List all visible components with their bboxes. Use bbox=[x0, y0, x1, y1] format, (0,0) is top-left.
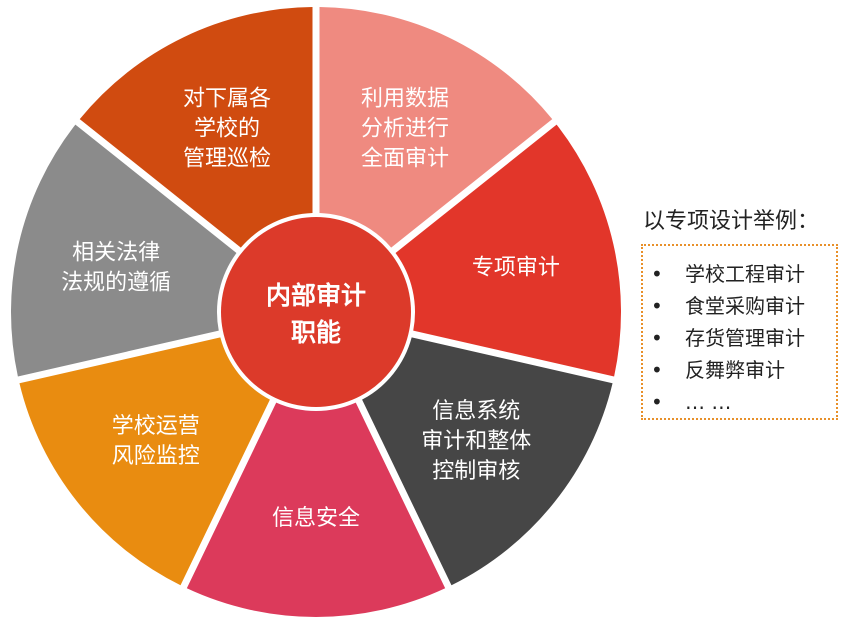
segment-6-label-line-2: 法规的遵循 bbox=[61, 270, 171, 295]
list-item: • … … bbox=[651, 386, 836, 418]
bullet-icon: • bbox=[651, 390, 663, 414]
list-item-text: 学校工程审计 bbox=[685, 262, 805, 286]
wheel-segment-5 bbox=[19, 337, 270, 586]
list-item-text: 存货管理审计 bbox=[685, 326, 805, 350]
segment-7-label-line-3: 管理巡检 bbox=[183, 146, 271, 171]
list-item: • 反舞弊审计 bbox=[651, 354, 836, 386]
center-title-line-2: 职能 bbox=[291, 318, 341, 347]
bullet-icon: • bbox=[651, 358, 663, 382]
segment-3-label-line-3: 控制审核 bbox=[432, 459, 520, 484]
segment-1-label-line-3: 全面审计 bbox=[361, 146, 449, 171]
segment-4-label-line-1: 信息安全 bbox=[272, 506, 360, 531]
center-circle bbox=[221, 217, 411, 407]
segment-1-label-line-1: 利用数据 bbox=[361, 86, 449, 111]
segment-2-label-line-1: 专项审计 bbox=[472, 255, 560, 280]
wheel-segment-6 bbox=[10, 124, 237, 377]
segment-7-label-line-2: 学校的 bbox=[194, 116, 260, 141]
bullet-icon: • bbox=[651, 262, 663, 286]
list-item: • 存货管理审计 bbox=[651, 322, 836, 354]
segment-1-label-line-2: 分析进行 bbox=[361, 116, 449, 141]
segment-3-label-line-1: 信息系统 bbox=[432, 399, 520, 424]
list-item-text: 反舞弊审计 bbox=[685, 358, 785, 382]
wheel-segment-7 bbox=[79, 7, 313, 248]
wheel-segment-1 bbox=[319, 7, 553, 248]
example-list-box: • 学校工程审计 • 食堂采购审计 • 存货管理审计 • 反舞弊审计 • … … bbox=[641, 244, 838, 420]
wheel-segment-3 bbox=[362, 337, 613, 586]
example-list: • 学校工程审计 • 食堂采购审计 • 存货管理审计 • 反舞弊审计 • … … bbox=[651, 258, 836, 418]
segment-5-label-line-1: 学校运营 bbox=[112, 414, 200, 439]
wheel-segment-2 bbox=[395, 124, 621, 377]
list-item: • 学校工程审计 bbox=[651, 258, 836, 290]
list-item-text: … … bbox=[685, 390, 732, 414]
side-panel-title: 以专项设计举例： bbox=[643, 209, 820, 234]
segment-5-label-line-2: 风险监控 bbox=[112, 444, 200, 469]
bullet-icon: • bbox=[651, 294, 663, 318]
segment-7-label-line-1: 对下属各 bbox=[183, 86, 271, 111]
wheel-segment-4 bbox=[186, 402, 446, 618]
center-title-line-1: 内部审计 bbox=[266, 281, 366, 310]
segment-6-label-line-1: 相关法律 bbox=[72, 240, 160, 265]
list-item: • 食堂采购审计 bbox=[651, 290, 836, 322]
list-item-text: 食堂采购审计 bbox=[685, 294, 805, 318]
segment-3-label-line-2: 审计和整体 bbox=[421, 429, 531, 454]
bullet-icon: • bbox=[651, 326, 663, 350]
